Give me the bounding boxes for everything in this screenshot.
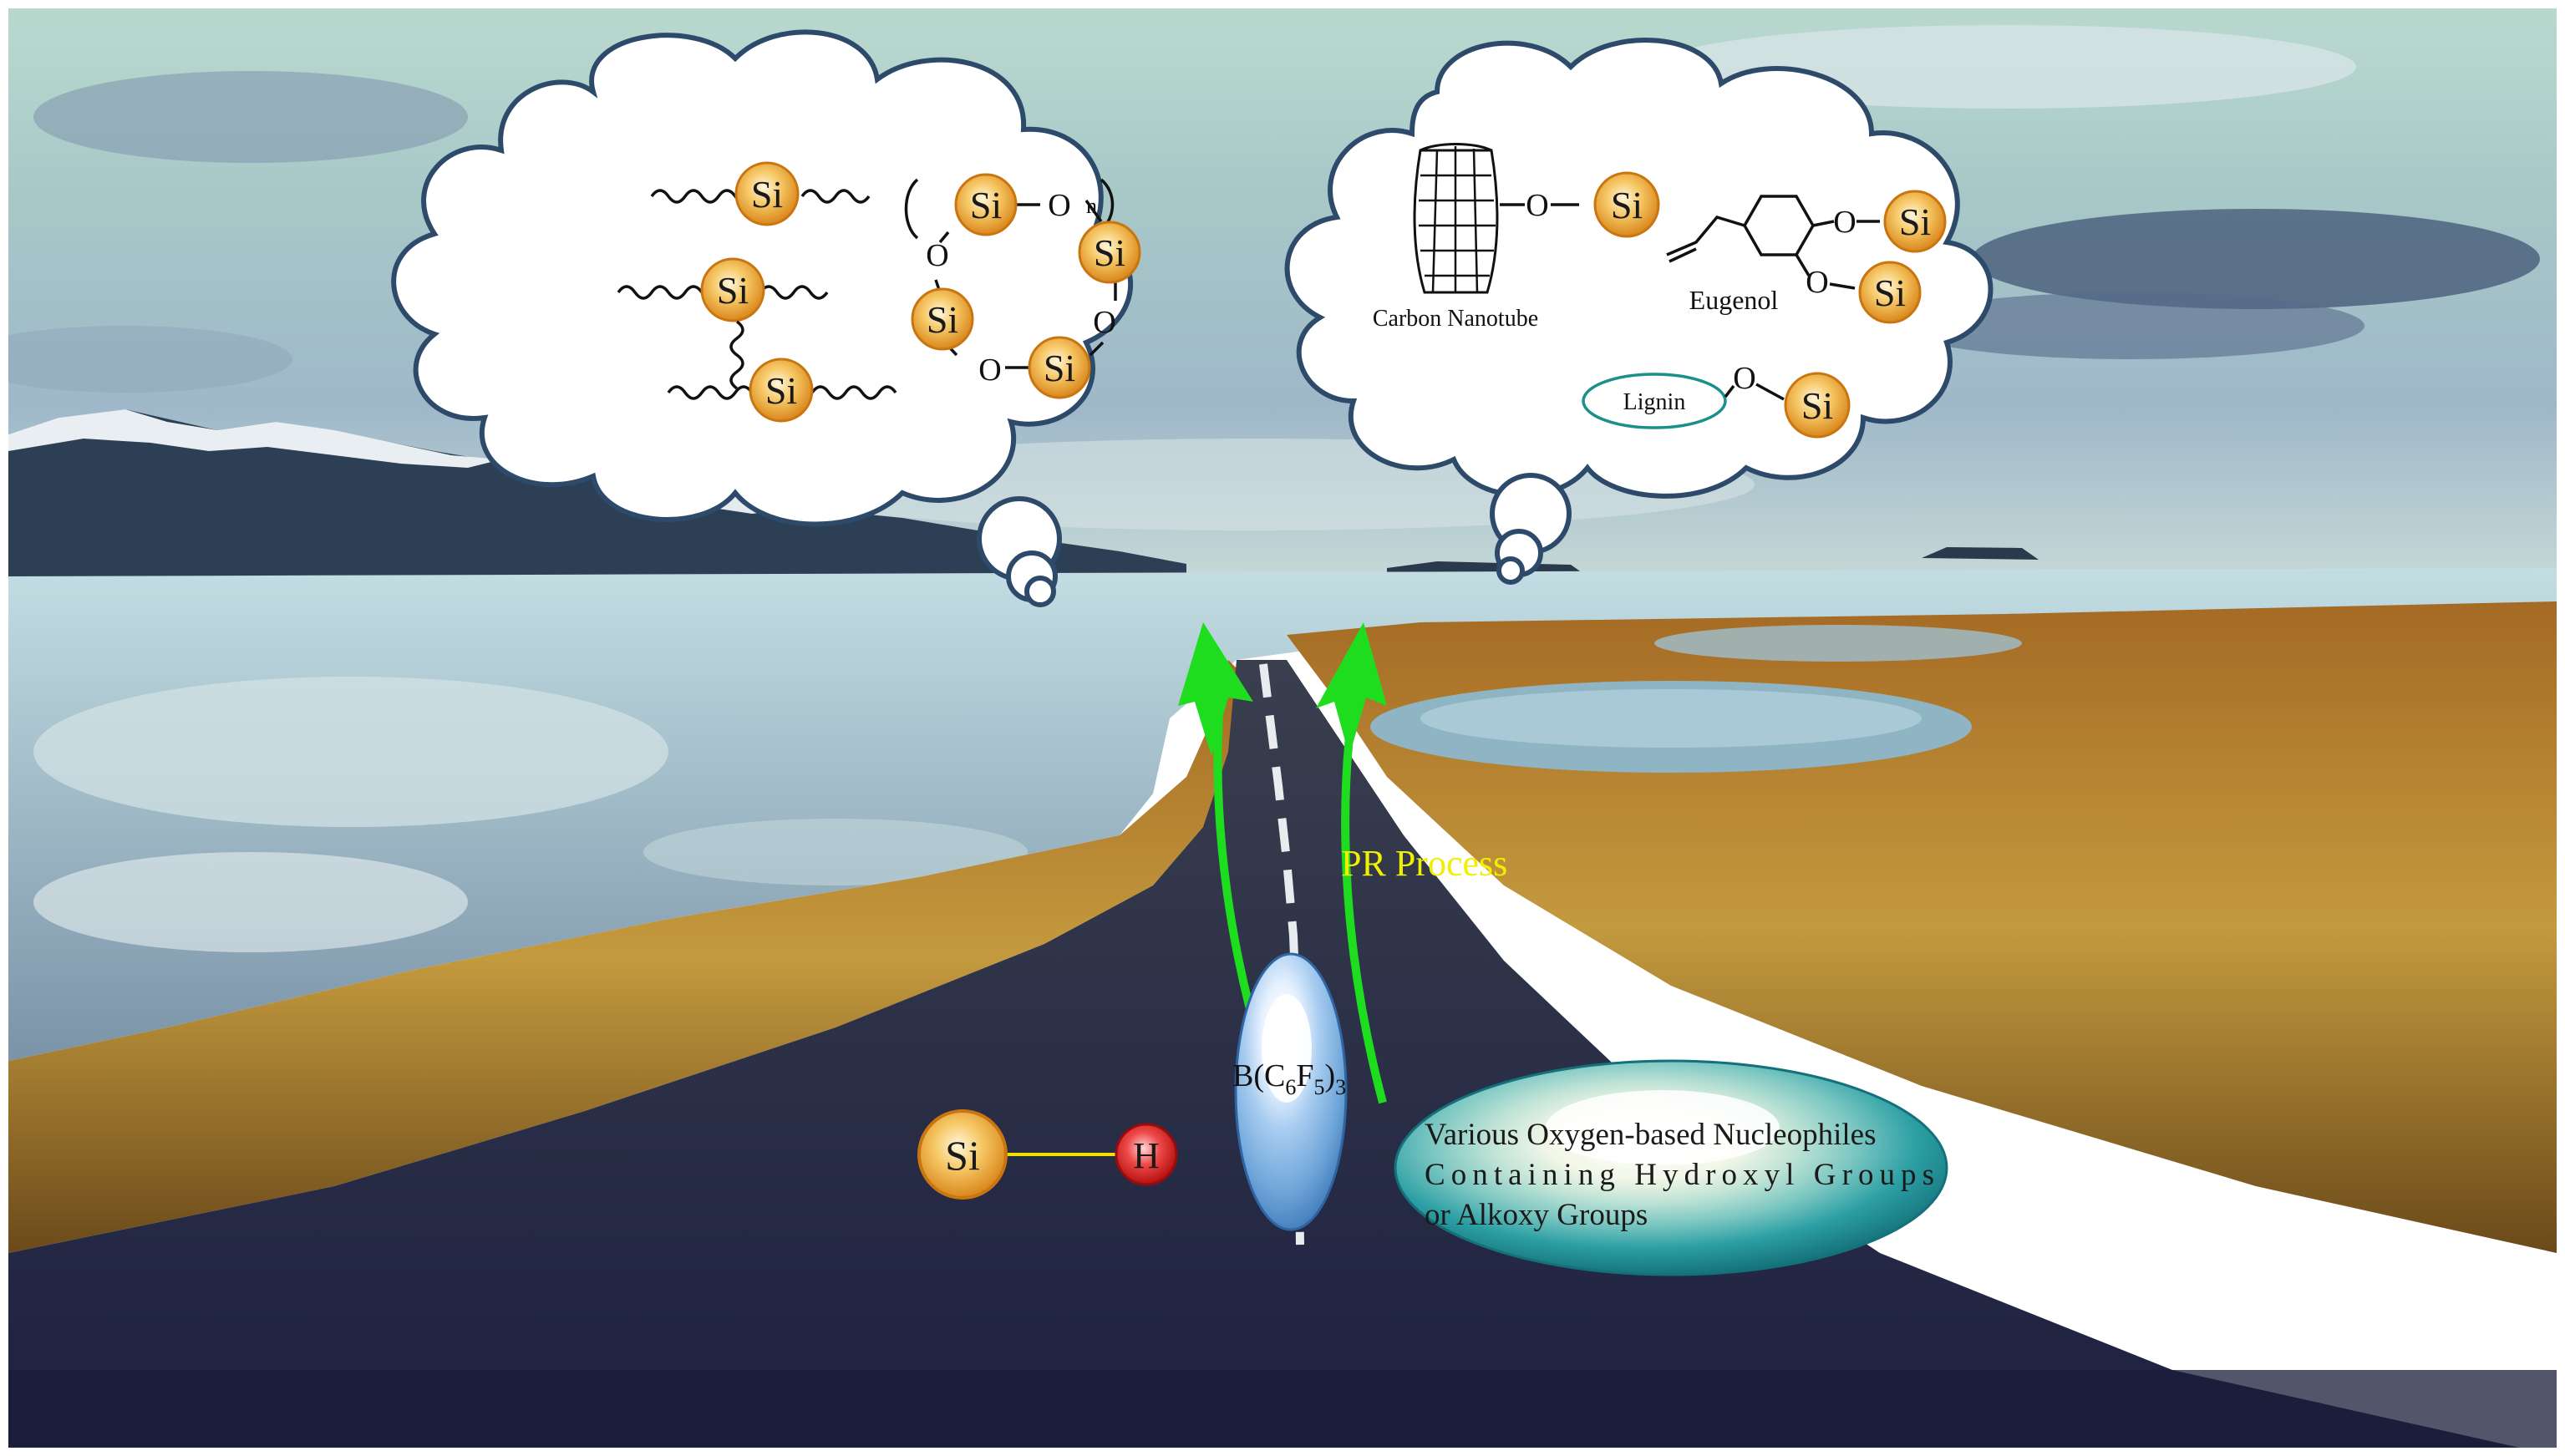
si-atom-label: Si [1094, 231, 1125, 274]
process-label: PR Process [1341, 843, 1507, 884]
si-atom-label: Si [970, 184, 1002, 226]
si-atom-label: Si [751, 173, 783, 216]
nucleophile-ellipse [1394, 1059, 1948, 1276]
silane-h-label: H [1133, 1135, 1160, 1176]
si-atom-label: Si [927, 298, 958, 341]
oxygen-label: O [978, 353, 1001, 388]
carbon-nanotube-molecule: O Si Carbon Nanotube [1373, 143, 1660, 332]
si-atom-label: Si [1044, 347, 1075, 389]
eugenol-label: Eugenol [1689, 285, 1779, 315]
carbon-nanotube-label: Carbon Nanotube [1373, 306, 1538, 332]
oxygen-label: O [1806, 265, 1828, 300]
repeat-unit-subscript: n [1086, 194, 1097, 218]
water [8, 568, 2557, 1061]
si-atom-label: Si [1801, 384, 1833, 427]
si-atom [1858, 261, 1922, 324]
oxygen-label: O [1733, 361, 1755, 396]
right-thought-bubble-small [1496, 556, 1525, 585]
si-atom [1883, 190, 1947, 253]
silane-si-label: Si [945, 1132, 980, 1179]
si-atom-label: Si [1874, 271, 1906, 314]
nucleophile-line-1: Various Oxygen-based Nucleophiles [1425, 1118, 1876, 1152]
oxygen-label: O [1093, 305, 1115, 340]
lignin-label: Lignin [1623, 389, 1686, 415]
right-green-arrowhead [1316, 622, 1387, 756]
si-atom-label: Si [1899, 200, 1931, 243]
left-green-arrowhead [1178, 622, 1253, 756]
right-thought-cloud: O Si Carbon Nanotube O Si O Si Eugenol [1284, 37, 1994, 585]
si-atom [734, 161, 800, 226]
oxygen-label: O [1526, 188, 1548, 223]
grassland-left [8, 660, 1253, 1253]
nucleophile-line-3: or Alkoxy Groups [1425, 1198, 1648, 1232]
si-atom [1784, 372, 1851, 439]
catalyst-b-c6f5-3: B(C6F5)3 [1232, 952, 1348, 1231]
si-atom [1028, 336, 1091, 399]
hydrosilane-molecule: Si H [917, 1109, 1178, 1200]
linear-polysiloxane: Si Si Si [617, 161, 897, 423]
left-thought-cloud: Si Si Si O n O O O [391, 29, 1141, 607]
oxygen-label: O [926, 238, 948, 273]
eugenol-molecule: O Si O Si Eugenol [1666, 190, 1947, 324]
lignin-molecule: Lignin O Si [1582, 361, 1851, 439]
silane-si-atom [917, 1109, 1008, 1200]
si-atom [1078, 221, 1141, 284]
si-atom-label: Si [1611, 184, 1643, 226]
left-thought-bubble-small [1024, 576, 1056, 607]
oxygen-label: O [1048, 188, 1070, 223]
si-atom [749, 358, 814, 423]
si-atom [1593, 171, 1660, 238]
si-atom [954, 173, 1018, 236]
oxygen-nucleophiles: Various Oxygen-based Nucleophiles Contai… [1394, 1059, 1948, 1276]
si-atom-label: Si [765, 369, 797, 412]
oxygen-label: O [1833, 205, 1856, 240]
si-atom [911, 287, 974, 351]
lignin-oval [1582, 373, 1727, 429]
catalyst-formula: B(C6F5)3 [1232, 1058, 1346, 1099]
cyclic-siloxane: O n O O O Si Si Si Si [904, 173, 1141, 399]
si-atom-label: Si [717, 269, 749, 312]
si-atom [700, 257, 765, 322]
silane-h-atom [1115, 1123, 1178, 1186]
